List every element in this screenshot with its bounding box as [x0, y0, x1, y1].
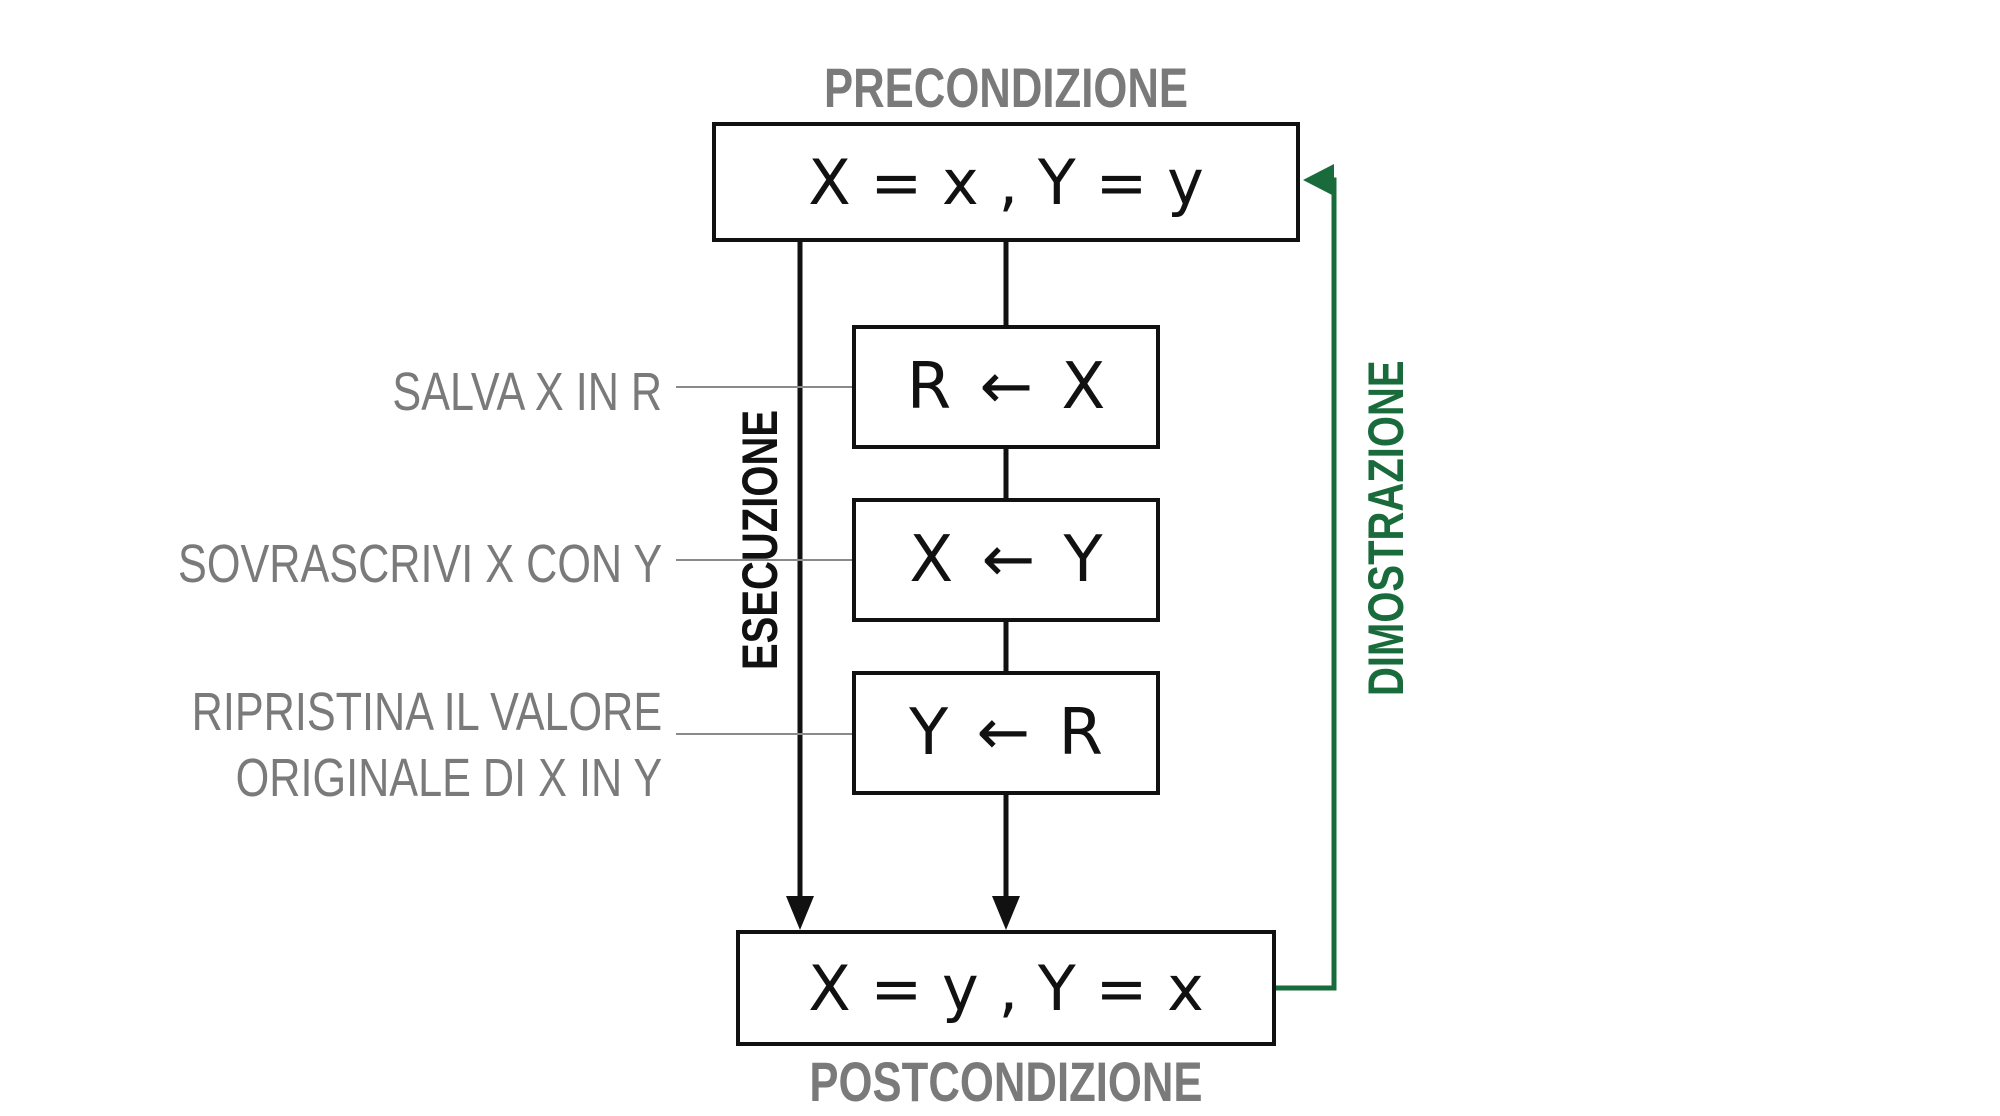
execution-arrow-head: [786, 896, 814, 930]
step-box-save: R ← X: [852, 325, 1160, 449]
annotation-save: SALVA X IN R: [392, 360, 662, 426]
postcondition-expression: X = y , Y = x: [808, 951, 1204, 1025]
annotation-save-line1: SALVA X IN R: [392, 362, 662, 422]
central-arrow-head: [992, 896, 1020, 930]
step-expression-overwrite: X ← Y: [909, 523, 1103, 597]
step-box-restore: Y ← R: [852, 671, 1160, 795]
annotation-restore-line2: ORIGINALE DI X IN Y: [235, 747, 662, 808]
annotation-restore: RIPRISTINA IL VALORE ORIGINALE DI X IN Y: [191, 680, 662, 812]
postcondition-label: POSTCONDIZIONE: [809, 1050, 1203, 1113]
proof-label: DIMOSTRAZIONE: [1358, 360, 1414, 696]
step-box-overwrite: X ← Y: [852, 498, 1160, 622]
proof-arrow-head: [1303, 164, 1334, 196]
postcondition-box: X = y , Y = x: [736, 930, 1276, 1046]
precondition-box: X = x , Y = y: [712, 122, 1300, 242]
step-expression-save: R ← X: [906, 350, 1106, 424]
step-expression-restore: Y ← R: [909, 696, 1103, 770]
precondition-expression: X = x , Y = y: [808, 145, 1204, 219]
annotation-overwrite: SOVRASCRIVI X CON Y: [178, 532, 662, 598]
annotation-overwrite-line1: SOVRASCRIVI X CON Y: [177, 534, 662, 594]
execution-label: ESECUZIONE: [732, 409, 788, 670]
annotation-restore-line1: RIPRISTINA IL VALORE: [191, 682, 662, 742]
proof-arrow-path: [1274, 177, 1337, 991]
precondition-label: PRECONDIZIONE: [823, 56, 1189, 119]
